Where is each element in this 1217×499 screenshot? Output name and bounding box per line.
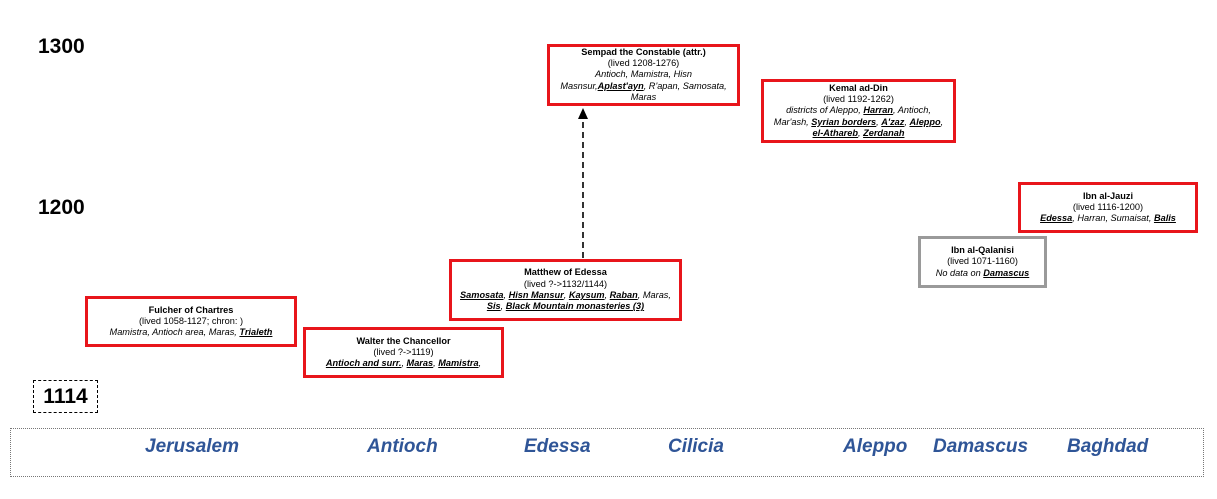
place-text: ,: [433, 358, 439, 369]
place-text: , Antioch, Mar'ash,: [773, 105, 931, 127]
chronicler-box-fulcher[interactable]: Fulcher of Chartres (lived 1058-1127; ch…: [85, 296, 297, 347]
place-highlighted: Trialeth: [239, 327, 273, 338]
chronicler-name: Ibn al-Jauzi: [1082, 190, 1134, 201]
chronicler-name: Walter the Chancellor: [356, 335, 451, 346]
chronicler-places: Antioch and surr., Maras, Mamistra,: [310, 358, 497, 369]
region-label-baghdad: Baghdad: [1067, 436, 1149, 457]
chronicler-dates: (lived ?->1119): [373, 346, 434, 357]
place-highlighted: Kaysum: [568, 290, 605, 300]
region-label-damascus: Damascus: [933, 436, 1029, 457]
chronicler-name: Sempad the Constable (attr.): [581, 46, 706, 57]
chronicler-dates: (lived 1058-1127; chron: ): [138, 315, 243, 326]
place-text: ,: [857, 127, 864, 138]
place-text: ,: [940, 116, 944, 127]
chronicler-box-matthew[interactable]: Matthew of Edessa (lived ?->1132/1144) S…: [449, 259, 682, 321]
place-text: ,: [876, 116, 882, 127]
chronicler-places: Mamistra, Antioch area, Maras, Trialeth: [92, 327, 290, 338]
place-text: , Maras,: [637, 290, 671, 300]
place-text: Antioch, Mamistra, Hisn Masnsur,: [560, 69, 692, 91]
place-highlighted: Maras: [406, 358, 434, 369]
chronicler-box-ibn-al-jauzi[interactable]: Ibn al-Jauzi (lived 1116-1200) Edessa, H…: [1018, 182, 1198, 233]
place-highlighted: Harran: [863, 105, 893, 116]
place-text: ,: [401, 358, 407, 369]
place-highlighted: Antioch and surr.: [325, 358, 402, 369]
chronicler-places: No data on Damascus: [925, 268, 1040, 279]
chronicler-name: Kemal ad-Din: [829, 82, 888, 93]
chronicler-places: Edessa, Harran, Sumaisat, Balis: [1025, 213, 1191, 224]
place-text: , R'apan, Samosata, Maras: [630, 80, 727, 102]
place-text: Mamistra, Antioch area, Maras,: [109, 327, 240, 338]
chronicler-box-ibn-al-qalanisi[interactable]: Ibn al-Qalanisi (lived 1071-1160) No dat…: [918, 236, 1047, 288]
place-highlighted: Sis: [486, 301, 501, 312]
place-highlighted: Hisn Mansur: [508, 290, 564, 300]
chronicler-name: Fulcher of Chartres: [148, 304, 234, 315]
place-text: ,: [503, 290, 509, 300]
place-text: ,: [500, 301, 506, 312]
region-label-antioch: Antioch: [367, 436, 438, 457]
year-marker-1114: 1114: [33, 380, 98, 413]
chronicler-places: districts of Aleppo, Harran, Antioch, Ma…: [768, 105, 949, 139]
place-highlighted: Raban: [609, 290, 638, 300]
place-highlighted: Damascus: [983, 267, 1030, 278]
place-highlighted: Balis: [1153, 213, 1176, 224]
region-label-cilicia: Cilicia: [668, 436, 724, 457]
place-highlighted: Aplast'ayn: [597, 80, 644, 91]
region-label-jerusalem: Jerusalem: [145, 436, 240, 457]
year-label-1200: 1200: [38, 196, 85, 219]
region-label-edessa: Edessa: [524, 436, 591, 457]
chronicler-dates: (lived 1192-1262): [823, 94, 894, 105]
chronicler-dates: (lived 1071-1160): [947, 256, 1018, 267]
place-highlighted: Syrian borders: [811, 116, 877, 127]
chronicler-dates: (lived 1116-1200): [1072, 201, 1144, 212]
place-highlighted: Edessa: [1040, 213, 1073, 224]
place-highlighted: A'zaz: [881, 116, 905, 127]
region-band: [10, 428, 1204, 477]
place-text: districts of Aleppo,: [786, 105, 864, 116]
chronicler-places: Samosata, Hisn Mansur, Kaysum, Raban, Ma…: [456, 290, 675, 313]
chronicler-name: Ibn al-Qalanisi: [951, 245, 1014, 256]
place-highlighted: Zerdanah: [863, 127, 905, 138]
place-text: ,: [904, 116, 910, 127]
place-highlighted: Black Mountain monasteries (3): [505, 301, 645, 312]
place-text: , Harran, Sumaisat,: [1072, 213, 1154, 224]
place-text: No data on: [935, 267, 984, 278]
chronicler-box-walter[interactable]: Walter the Chancellor (lived ?->1119) An…: [303, 327, 504, 378]
year-label-1300: 1300: [38, 35, 85, 58]
place-highlighted: Aleppo: [909, 116, 941, 127]
chronicler-dates: (lived 1208-1276): [607, 58, 680, 69]
chronicler-box-sempad[interactable]: Sempad the Constable (attr.) (lived 1208…: [547, 44, 740, 106]
place-text: ,: [478, 358, 482, 369]
place-highlighted: Samosata: [460, 290, 504, 300]
place-text: ,: [604, 290, 610, 300]
place-text: ,: [563, 290, 569, 300]
chronicler-name: Matthew of Edessa: [524, 267, 607, 278]
place-highlighted: Mamistra: [438, 358, 479, 369]
chronicler-places: Antioch, Mamistra, Hisn Masnsur,Aplast'a…: [554, 69, 733, 103]
chronicler-box-kemal[interactable]: Kemal ad-Din (lived 1192-1262) districts…: [761, 79, 956, 143]
chronicler-dates: (lived ?->1132/1144): [523, 278, 608, 289]
region-label-aleppo: Aleppo: [843, 436, 908, 457]
place-highlighted: el-Athareb: [812, 127, 858, 138]
